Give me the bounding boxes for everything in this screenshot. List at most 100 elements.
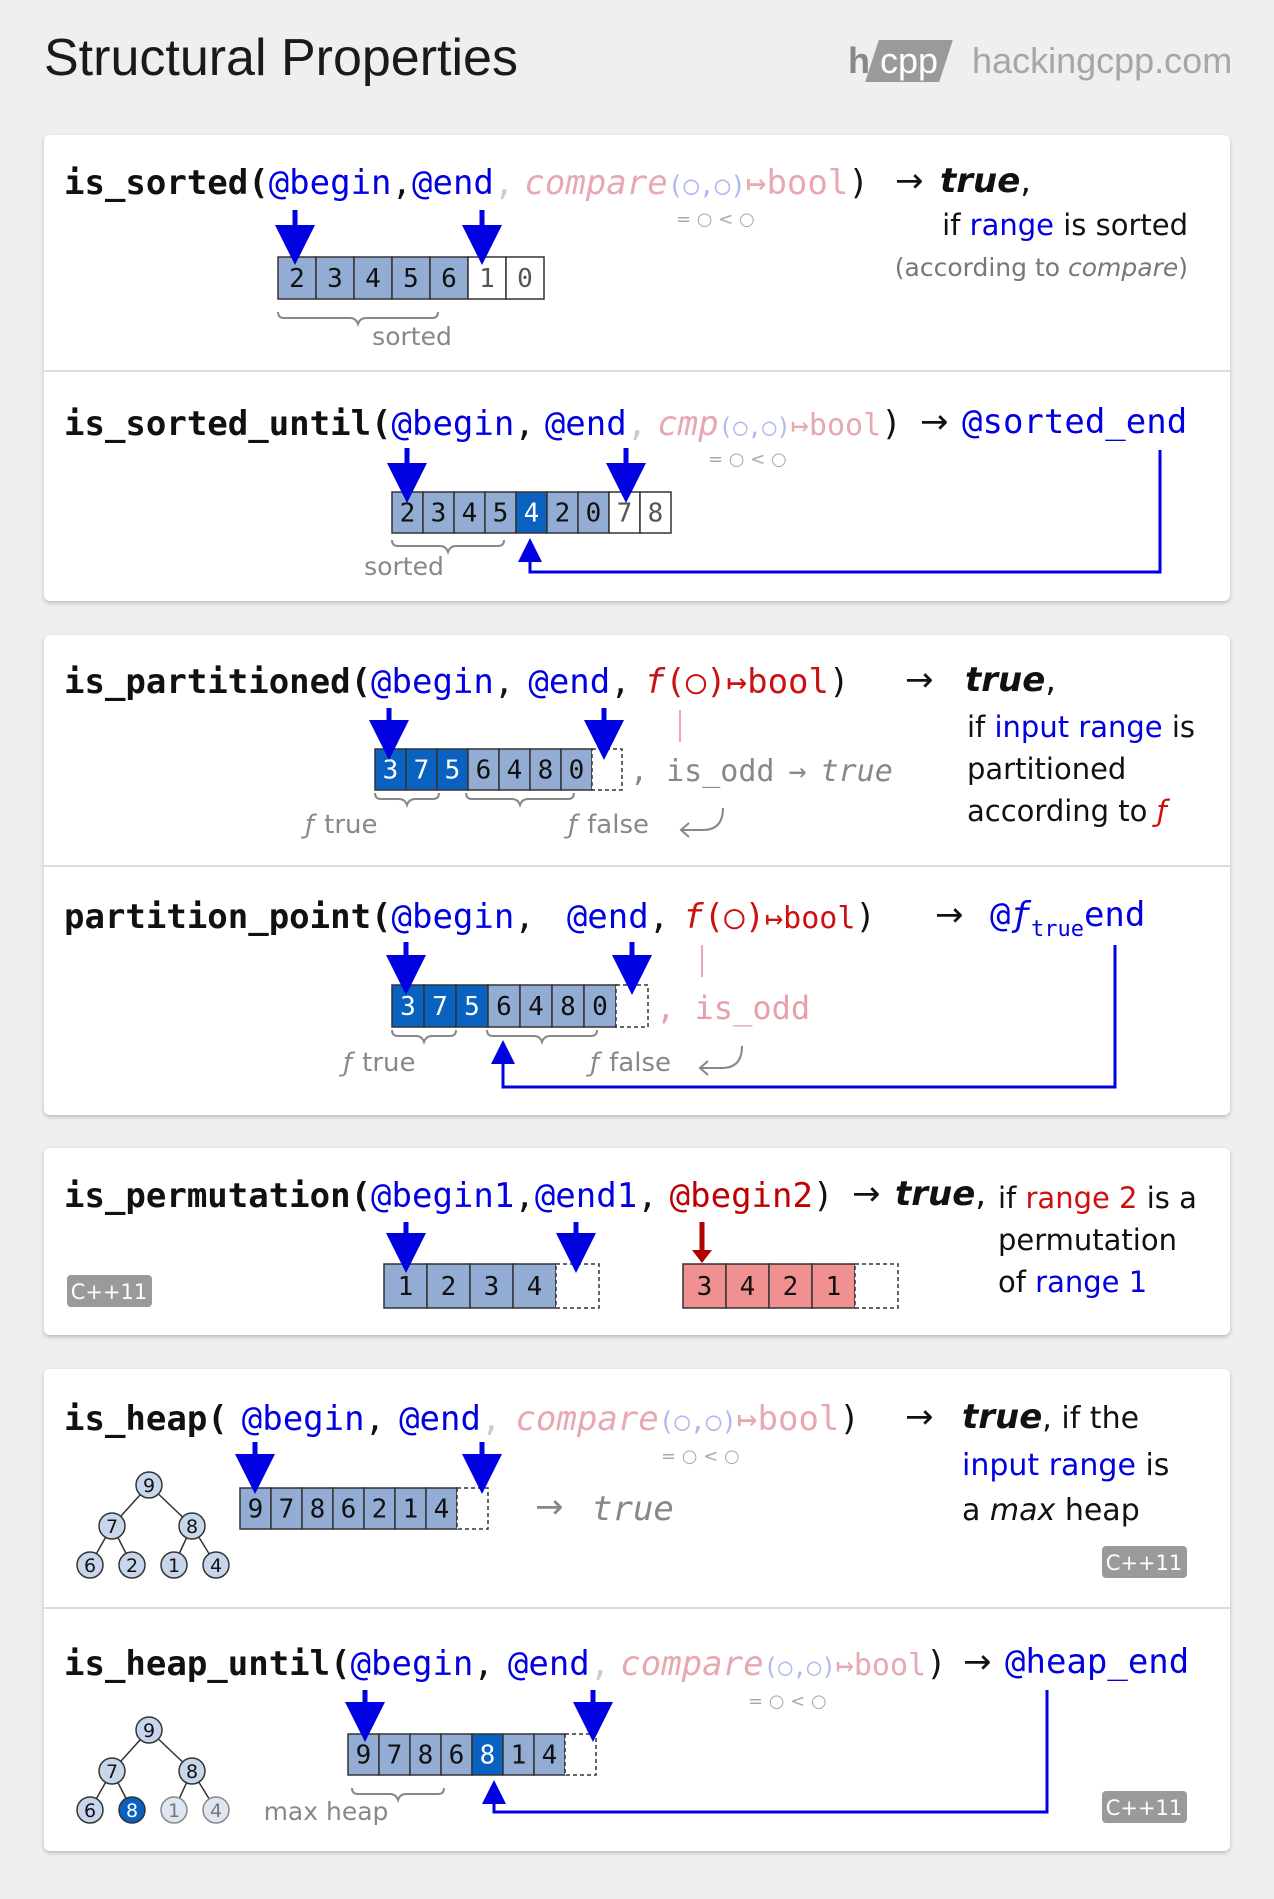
note-compare: compare [1068, 253, 1178, 282]
ret-end: end [1084, 895, 1145, 935]
array-cell-value: 3 [400, 992, 416, 1022]
section-divider [44, 370, 1230, 372]
tree-node [160, 1551, 188, 1579]
array-cell-value: 3 [431, 499, 447, 529]
tree-node [118, 1796, 146, 1824]
return-arrow: → [963, 1642, 992, 1682]
cpp11-badge [1102, 1546, 1187, 1578]
note-text: if [967, 710, 995, 744]
brand-h: h [848, 40, 870, 81]
comma: , [473, 1644, 493, 1684]
array-cell-value: 5 [464, 992, 480, 1022]
array-cell-value: 4 [462, 499, 478, 529]
note-text: if [942, 208, 970, 242]
array-cell-value: 4 [434, 1495, 450, 1525]
f-args: (○) [665, 662, 726, 702]
array-cell [469, 1263, 514, 1309]
note-line-3: according to ƒ [967, 794, 1171, 828]
return-arrow: → [895, 161, 924, 201]
array-cell-value: 8 [310, 1495, 326, 1525]
tree-node-value: 6 [84, 1555, 96, 1577]
note-text: according to [967, 794, 1157, 828]
array-cell [484, 491, 517, 534]
array-cell [467, 748, 500, 791]
arg-begin: @begin [242, 1399, 365, 1439]
compare-args: (○,○) [668, 171, 746, 201]
tree-node [160, 1796, 188, 1824]
pred-ret: true [821, 754, 893, 789]
array-cell [422, 491, 455, 534]
arg-begin: @begin [371, 662, 494, 702]
brace [277, 311, 439, 328]
signature: is_heap(@begin,@end,compare(○,○)↦bool) [64, 1399, 860, 1439]
array-cell-value: 3 [697, 1272, 713, 1302]
arg-compare: compare [620, 1644, 763, 1684]
array-cell-value: 9 [356, 1741, 372, 1771]
array-cell [682, 1263, 727, 1309]
array-cell-value: 8 [418, 1741, 434, 1771]
tree-node [76, 1551, 104, 1579]
comma: , [514, 404, 534, 444]
fn-name: is_permutation( [64, 1176, 371, 1216]
arg-end: @end [567, 897, 649, 937]
ret-comma: , if the [1042, 1401, 1139, 1436]
array-cell [301, 1487, 334, 1530]
brace-false [486, 1029, 598, 1046]
note-range-2: range 2 [1026, 1181, 1138, 1215]
array-cell-value: 3 [327, 264, 343, 294]
ret-true: true [965, 660, 1045, 700]
array-cell [512, 1263, 557, 1309]
array-cell-value: 3 [383, 756, 399, 786]
array-cell [270, 1487, 303, 1530]
ret-comma: , [1045, 660, 1056, 700]
note-line-1: if input range is [967, 710, 1195, 744]
array-cell [239, 1487, 272, 1530]
label-false: false [587, 810, 649, 840]
result-arrow [482, 1690, 1049, 1814]
note-range-1: range 1 [1035, 1265, 1147, 1299]
compare-hint: = ○ < ○ [708, 449, 787, 470]
array-cell [429, 256, 469, 300]
end-placeholder-cell [615, 984, 649, 1028]
note-line-2: permutation [998, 1223, 1177, 1257]
card-heap [44, 1369, 1230, 1851]
comma: , [649, 897, 669, 937]
array-cell [505, 256, 545, 300]
tree-node [118, 1551, 146, 1579]
comma: , [392, 163, 412, 203]
fn-name: partition_point( [64, 897, 392, 937]
signature: is_sorted(@begin,@end,compare(○,○)↦bool) [64, 163, 869, 203]
brace [351, 1787, 445, 1804]
tree-node-value: 9 [143, 1475, 155, 1497]
paren-close: ) [839, 1399, 859, 1439]
compare-hint: = ○ < ○ [676, 209, 755, 230]
cmp-args: (○,○) [719, 413, 791, 441]
return-value: true, [895, 1174, 986, 1214]
paren-close: ) [813, 1176, 833, 1216]
ret-at: @ [990, 895, 1010, 935]
array-cell-value: 7 [617, 499, 633, 529]
cpp11-badge-label: C++11 [71, 1280, 148, 1304]
brace [391, 539, 505, 556]
tree-node [202, 1551, 230, 1579]
arg-f: f [645, 662, 666, 702]
signature: is_permutation(@begin1,@end1,@begin2) [64, 1176, 833, 1216]
note-text: is a [1138, 1181, 1197, 1215]
array-cell-value: 2 [555, 499, 571, 529]
array-cell [471, 1733, 504, 1776]
section-is-sorted: is_sorted(@begin,@end,compare(○,○)↦bool)… [64, 161, 1188, 351]
paren-close: ) [855, 897, 875, 937]
array-cell-value: 7 [279, 1495, 295, 1525]
result-arrow [491, 945, 1117, 1089]
ret-comma: , [975, 1174, 986, 1214]
tree-node-value: 4 [210, 1800, 222, 1822]
section-is-partitioned: is_partitioned(@begin,@end,f(○)↦bool) → … [64, 660, 1195, 840]
brace-label: sorted [372, 322, 452, 351]
arg-compare: compare [524, 163, 667, 203]
cpp11-badge [67, 1275, 152, 1307]
compare-hint: = ○ < ○ [661, 1446, 740, 1467]
